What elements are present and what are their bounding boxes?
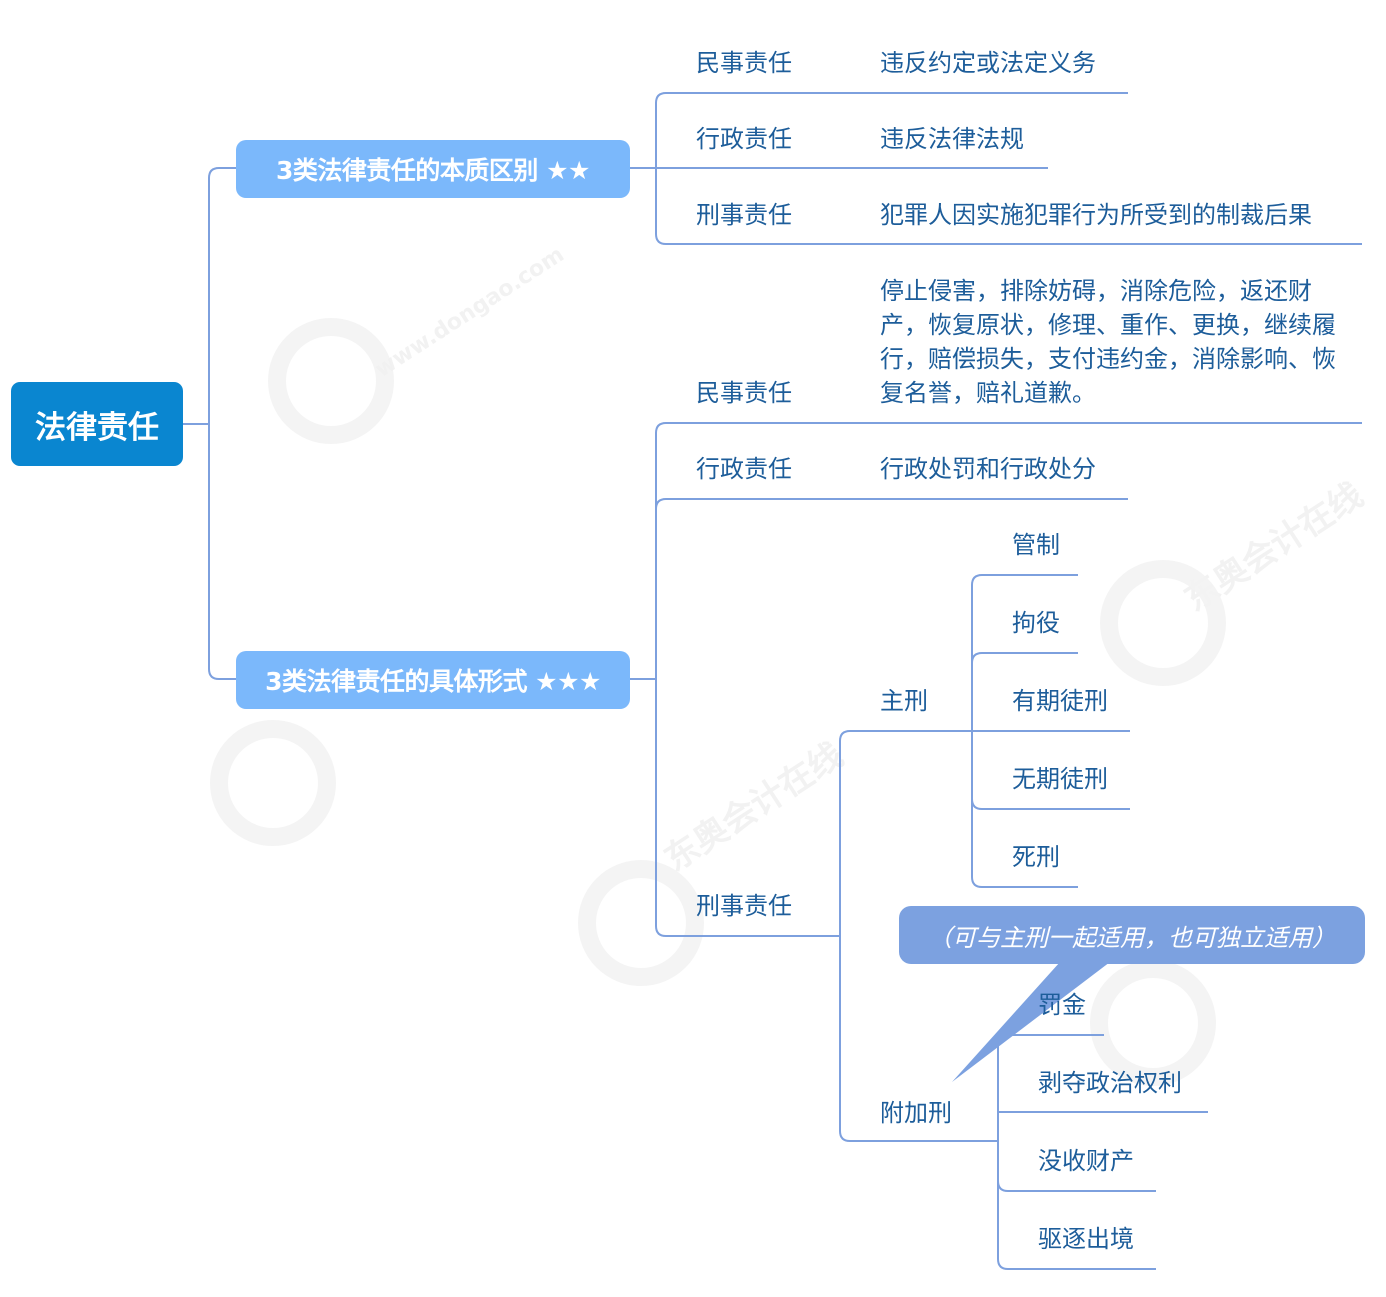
leaf-fixed-term-imprisonment[interactable]: 有期徒刑 [1012, 687, 1108, 715]
watermark-logo-icon [268, 318, 394, 444]
leaf-death-penalty[interactable]: 死刑 [1012, 843, 1060, 871]
leaf-public-surveillance[interactable]: 管制 [1012, 531, 1060, 559]
leaf-fine[interactable]: 罚金 [1038, 991, 1086, 1019]
branch-essential-difference[interactable]: 3类法律责任的本质区别 ★★ [236, 140, 630, 198]
watermark-text: 东奥会计在线 [657, 735, 851, 880]
leaf-civil-forms-detail[interactable]: 停止侵害，排除妨碍，消除危险，返还财产，恢复原状，修理、重作、更换，继续履行，赔… [880, 277, 1336, 407]
leaf-principal-penalty[interactable]: 主刑 [880, 687, 928, 715]
leaf-civil-definition[interactable]: 违反约定或法定义务 [880, 49, 1096, 77]
leaf-administrative-liability[interactable]: 行政责任 [696, 125, 792, 153]
branch-specific-forms[interactable]: 3类法律责任的具体形式 ★★★ [236, 651, 630, 709]
watermark-logo-icon [1100, 560, 1226, 686]
watermark-logo-icon [578, 860, 704, 986]
leaf-supplementary-penalty[interactable]: 附加刑 [880, 1099, 952, 1127]
callout-pointer [952, 962, 1110, 1082]
watermark-logo-icon [210, 720, 336, 846]
leaf-criminal-liability-forms[interactable]: 刑事责任 [696, 892, 792, 920]
callout-supplementary-note: （可与主刑一起适用，也可独立适用） [899, 906, 1365, 964]
root-node[interactable]: 法律责任 [11, 382, 183, 466]
leaf-administrative-forms-detail[interactable]: 行政处罚和行政处分 [880, 455, 1096, 483]
leaf-criminal-definition[interactable]: 犯罪人因实施犯罪行为所受到的制裁后果 [880, 201, 1312, 229]
leaf-civil-liability[interactable]: 民事责任 [696, 49, 792, 77]
leaf-civil-liability-forms[interactable]: 民事责任 [696, 379, 792, 407]
leaf-deprivation-political-rights[interactable]: 剥夺政治权利 [1038, 1069, 1182, 1097]
watermark-text: www.dongao.com [370, 242, 569, 383]
leaf-confiscation-property[interactable]: 没收财产 [1038, 1147, 1134, 1175]
leaf-criminal-detention[interactable]: 拘役 [1012, 609, 1060, 637]
leaf-criminal-liability[interactable]: 刑事责任 [696, 201, 792, 229]
leaf-deportation[interactable]: 驱逐出境 [1038, 1225, 1134, 1253]
leaf-administrative-definition[interactable]: 违反法律法规 [880, 125, 1024, 153]
leaf-life-imprisonment[interactable]: 无期徒刑 [1012, 765, 1108, 793]
leaf-administrative-liability-forms[interactable]: 行政责任 [696, 455, 792, 483]
